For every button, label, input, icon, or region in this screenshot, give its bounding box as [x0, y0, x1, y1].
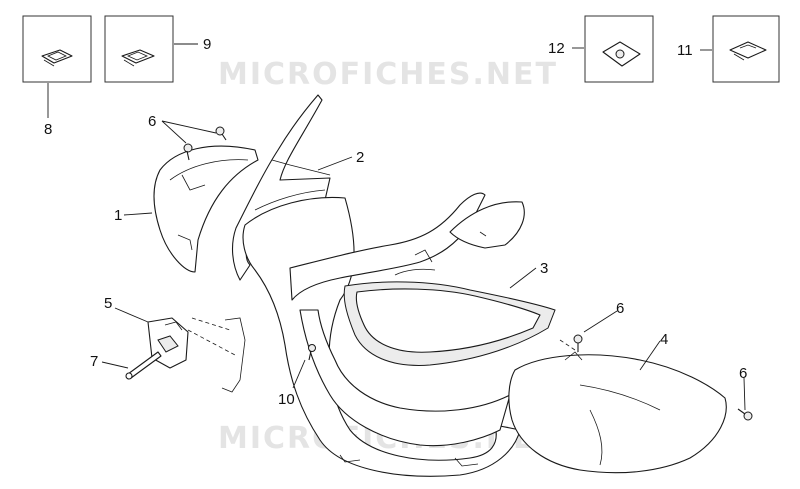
callout-9: 9: [203, 36, 211, 53]
detail-box-8: [22, 15, 92, 83]
watermark-top: MICROFICHES.NET: [218, 57, 558, 92]
part-3-upper-cover: [449, 201, 525, 249]
part-7-screw: [125, 351, 162, 380]
detail-box-9: [104, 15, 174, 83]
callout-7: 7: [90, 353, 98, 370]
callout-6-middle: 6: [616, 300, 624, 317]
callout-3: 3: [540, 260, 548, 277]
detail-box-12: [584, 15, 654, 83]
main-body-shell: [221, 192, 556, 477]
callout-12: 12: [548, 40, 565, 57]
callout-10: 10: [278, 391, 295, 408]
callout-8: 8: [44, 121, 52, 138]
callout-11: 11: [677, 42, 693, 59]
part-10-screw: [308, 344, 316, 361]
callout-2: 2: [356, 149, 364, 166]
callout-4: 4: [660, 331, 668, 348]
callout-6-right: 6: [739, 365, 747, 382]
part-4-side-cover: [508, 351, 727, 474]
callout-5: 5: [104, 295, 112, 312]
part-2-shield: [231, 94, 331, 281]
detail-box-11: [712, 15, 780, 83]
part-1-left-fairing: [153, 145, 259, 273]
callout-1: 1: [114, 207, 122, 224]
part-6-screws: [183, 126, 753, 421]
callout-6-top: 6: [148, 113, 156, 130]
